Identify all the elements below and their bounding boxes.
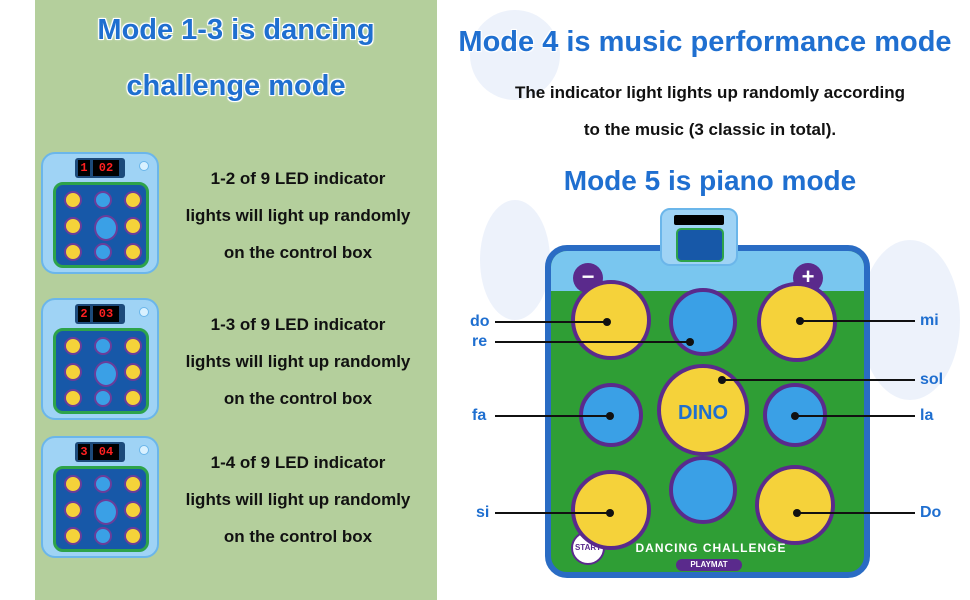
note-label-sol: sol [920,371,944,388]
pointer-dot [686,338,694,346]
mode-5-title: Mode 5 is piano mode [563,165,857,196]
led-light [94,475,112,493]
pointer-dot [796,317,804,325]
led-light [124,337,142,355]
led-grid [53,182,149,268]
decor-shape [470,10,560,100]
led-light [64,191,82,209]
pointer-line [495,321,607,323]
led-mode: 2 [78,306,90,322]
led-light [124,501,142,519]
led-light [94,389,112,407]
note-label-Do: Do [920,504,942,521]
note-label-si: si [476,504,490,521]
led-light [94,499,118,525]
control-box-mode-1: 1 02 [41,152,159,274]
pointer-line [795,415,915,417]
led-light [124,389,142,407]
mode-2-desc-line: on the control box [223,389,373,408]
button-icon [139,307,149,317]
led-light [64,363,82,381]
center-pad[interactable]: DINO [657,364,749,456]
piano-pad[interactable] [755,465,835,545]
note-label-mi: mi [920,312,939,329]
button-icon [139,161,149,171]
note-label-do: do [470,313,490,330]
led-light [64,475,82,493]
pointer-line [722,379,915,381]
mode-3-desc-line: 1-4 of 9 LED indicator [210,453,386,472]
mode-1-desc-line: lights will light up randomly [185,206,411,225]
led-light [124,243,142,261]
led-light [64,337,82,355]
mode-4-desc-line1: The indicator light lights up randomly a… [514,83,906,102]
mode-3-desc-line: lights will light up randomly [185,490,411,509]
mat-sub-banner: PLAYMAT [676,559,742,571]
dance-mat: − + START DANCING CHALLENGE PLAYMAT DINO [545,245,870,578]
led-light [94,337,112,355]
mat-banner: DANCING CHALLENGE [635,541,787,555]
mode-1-desc-line: 1-2 of 9 LED indicator [210,169,386,188]
led-display: 3 04 [75,442,125,462]
led-display: 1 02 [75,158,125,178]
pointer-dot [606,509,614,517]
pointer-line [800,320,915,322]
control-box-mode-2: 2 03 [41,298,159,420]
led-light [94,243,112,261]
pointer-line [495,512,610,514]
led-mode: 1 [78,160,90,176]
control-box [660,208,738,266]
led-mode: 3 [78,444,90,460]
piano-pad[interactable] [669,456,737,524]
led-grid [53,466,149,552]
modes-1-3-title-line2: challenge mode [126,70,346,102]
mode-1-desc-line: on the control box [223,243,373,262]
piano-pad[interactable] [571,470,651,550]
mode-3-desc-line: on the control box [223,527,373,546]
note-label-fa: fa [472,407,487,424]
control-box-display [674,215,724,225]
led-light [94,527,112,545]
led-light [64,389,82,407]
led-light [94,361,118,387]
led-light [124,191,142,209]
mode-2-desc-line: lights will light up randomly [185,352,411,371]
pointer-dot [793,509,801,517]
mode-4-desc-line2: to the music (3 classic in total). [583,120,837,139]
mode-2-desc-line: 1-3 of 9 LED indicator [210,315,386,334]
led-light [64,243,82,261]
center-pad-label: DINO [678,402,728,424]
pointer-dot [606,412,614,420]
note-label-la: la [920,407,934,424]
mode-4-title: Mode 4 is music performance mode [458,26,952,58]
led-light [124,475,142,493]
led-light [124,217,142,235]
led-light [94,191,112,209]
control-box-mode-3: 3 04 [41,436,159,558]
led-grid [53,328,149,414]
decor-shape [480,200,550,320]
led-light [64,527,82,545]
led-count: 03 [93,306,119,322]
led-light [124,363,142,381]
piano-pad[interactable] [669,288,737,356]
led-display: 2 03 [75,304,125,324]
led-count: 02 [93,160,119,176]
pointer-dot [603,318,611,326]
led-light [124,527,142,545]
note-label-re: re [472,333,488,350]
led-light [64,501,82,519]
pointer-line [797,512,915,514]
pointer-line [495,341,690,343]
led-light [64,217,82,235]
pointer-dot [791,412,799,420]
control-box-lights [676,228,724,262]
pointer-line [495,415,610,417]
piano-pad[interactable] [571,280,651,360]
button-icon [139,445,149,455]
modes-1-3-title-line1: Mode 1-3 is dancing [97,14,375,46]
led-light [94,215,118,241]
led-count: 04 [93,444,119,460]
pointer-dot [718,376,726,384]
